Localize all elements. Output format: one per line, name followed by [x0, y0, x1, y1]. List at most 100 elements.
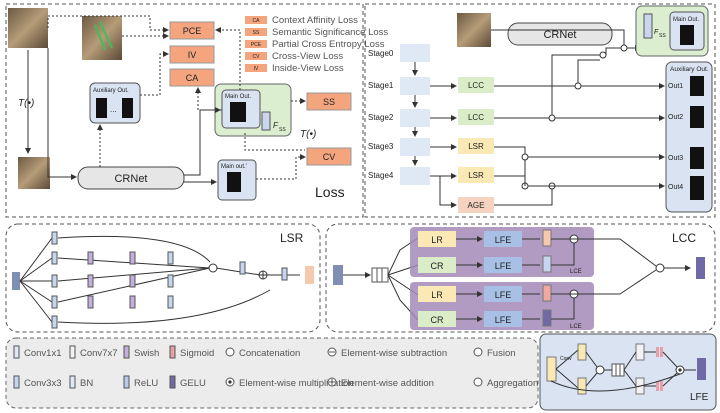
- lsr-panel: LSR: [5, 223, 321, 333]
- svg-text:Sigmoid: Sigmoid: [180, 348, 214, 359]
- lcc-input: [333, 265, 343, 285]
- loss-panel: T(•) Auxiliary Out. ... PCE IV CA CA Con…: [5, 3, 388, 218]
- stage-1-block: [400, 77, 430, 95]
- main-out-prime-label: Main out.': [221, 164, 247, 170]
- lcc-title: LCC: [672, 231, 696, 245]
- svg-text:SS: SS: [659, 33, 666, 39]
- stage-3-block: [400, 138, 430, 156]
- cv-box: [306, 147, 352, 166]
- lcc-lfe-2: [484, 257, 522, 273]
- svg-text:LCC: LCC: [468, 113, 484, 122]
- lsr-input: [12, 272, 20, 290]
- svg-text:CV: CV: [253, 54, 261, 60]
- out-2: Out2: [668, 114, 683, 121]
- stage-0-label: Stage0: [368, 49, 394, 58]
- svg-text:Semantic Significance Loss: Semantic Significance Loss: [272, 27, 388, 38]
- crnet-panel: CRNet Stage0 Stage1 Stage2 Stage3 Stage4…: [364, 3, 716, 218]
- svg-text:Element-wise multiplication: Element-wise multiplication: [239, 378, 354, 389]
- loss-title: Loss: [315, 184, 345, 200]
- lce-label-2: LCE: [570, 324, 582, 330]
- aggregation-icon: [473, 377, 483, 387]
- lcc-lr-1: [418, 231, 456, 247]
- svg-text:LR: LR: [431, 235, 443, 245]
- lfe-title: LFE: [690, 392, 709, 403]
- svg-text:Concatenation: Concatenation: [239, 348, 300, 359]
- module-lcc-2: [458, 109, 494, 125]
- svg-text:Fusion: Fusion: [487, 348, 516, 359]
- svg-text:...: ...: [110, 105, 117, 114]
- svg-text:LCC: LCC: [468, 81, 484, 90]
- crnet-title-box: [507, 22, 613, 46]
- svg-text:LFE: LFE: [495, 315, 512, 325]
- transform-label-right: T(•): [300, 129, 316, 140]
- svg-text:Conv7x7: Conv7x7: [80, 348, 118, 359]
- module-lsr-2: [458, 167, 494, 183]
- ss-box: [306, 92, 352, 111]
- pce-box: [169, 21, 215, 40]
- lcc-lfe-4: [484, 311, 522, 327]
- stage-list: Stage0 Stage1 Stage2 Stage3 Stage4: [368, 44, 430, 185]
- ss-label: SS: [323, 97, 335, 107]
- lce-label-1: LCE: [570, 269, 582, 275]
- svg-text:LFE: LFE: [495, 261, 512, 271]
- iv-box: [169, 45, 215, 64]
- lfe-conv-label: Conv: [560, 356, 572, 362]
- svg-text:Conv1x1: Conv1x1: [24, 348, 62, 359]
- stage-4-block: [400, 167, 430, 185]
- svg-text:Partial Cross Entropy Loss: Partial Cross Entropy Loss: [272, 39, 385, 50]
- gelu-icon: [169, 375, 176, 389]
- lcc-cr-1: [418, 257, 456, 273]
- scribble-annotation: [94, 21, 113, 51]
- crnet-box-left: [77, 166, 185, 190]
- out-4: Out4: [668, 184, 683, 191]
- transformed-image: [18, 157, 50, 189]
- auxiliary-out-label: Auxiliary Out.: [93, 88, 129, 94]
- svg-text:Element-wise subtraction: Element-wise subtraction: [341, 348, 447, 359]
- fusion-icon: [473, 347, 483, 357]
- stage-3-label: Stage3: [368, 142, 394, 151]
- svg-text:Element-wise addition: Element-wise addition: [341, 378, 434, 389]
- crnet-input-image: [457, 13, 491, 47]
- crnet-title: CRNet: [543, 29, 576, 41]
- iv-label: IV: [188, 50, 197, 60]
- crnet-auxiliary-out: [665, 61, 713, 213]
- loss-legend: CA Context Affinity Loss SS Semantic Sig…: [245, 15, 388, 74]
- svg-text:Aggregation: Aggregation: [487, 378, 538, 389]
- module-age: [458, 197, 494, 213]
- cv-label: CV: [323, 152, 336, 162]
- lcc-lfe-3: [484, 286, 522, 302]
- ca-label: CA: [186, 73, 199, 83]
- svg-text:LFE: LFE: [495, 235, 512, 245]
- sigmoid-icon: [169, 345, 176, 359]
- loss-panel-border: [5, 3, 364, 218]
- pce-label: PCE: [183, 26, 202, 36]
- lfe-output: [697, 358, 706, 380]
- conv7x7-icon: [69, 345, 76, 359]
- svg-text:Swish: Swish: [134, 348, 159, 359]
- legend-panel-border: [5, 337, 539, 409]
- svg-text:LFE: LFE: [495, 290, 512, 300]
- lsr-output: [305, 266, 314, 284]
- out-3: Out3: [668, 155, 683, 162]
- module-lcc-1: [458, 77, 494, 93]
- lcc-panel-border: [325, 223, 716, 333]
- lsr-title: LSR: [280, 231, 304, 245]
- lcc-panel: LCC LR LFE CR LFE LR LFE CR LFE: [325, 223, 716, 333]
- lsr-branches: [19, 235, 300, 324]
- bn-icon: [69, 375, 76, 389]
- ca-box: [169, 68, 215, 87]
- out-1: Out1: [668, 83, 683, 90]
- lcc-lr-2: [418, 286, 456, 302]
- svg-text:BN: BN: [80, 378, 93, 389]
- svg-text:Cross-View Loss: Cross-View Loss: [272, 51, 343, 62]
- svg-text:PCE: PCE: [251, 42, 262, 48]
- svg-text:LSR: LSR: [468, 142, 484, 151]
- annotated-image: [82, 16, 122, 60]
- svg-text:SS: SS: [279, 127, 286, 133]
- lsr-panel-border: [5, 223, 321, 333]
- svg-text:SS: SS: [253, 30, 260, 36]
- fss-label: F: [273, 121, 279, 130]
- main-out-label: Main Out.: [225, 94, 251, 100]
- module-lsr-1: [458, 138, 494, 154]
- stage-0-block: [400, 44, 430, 62]
